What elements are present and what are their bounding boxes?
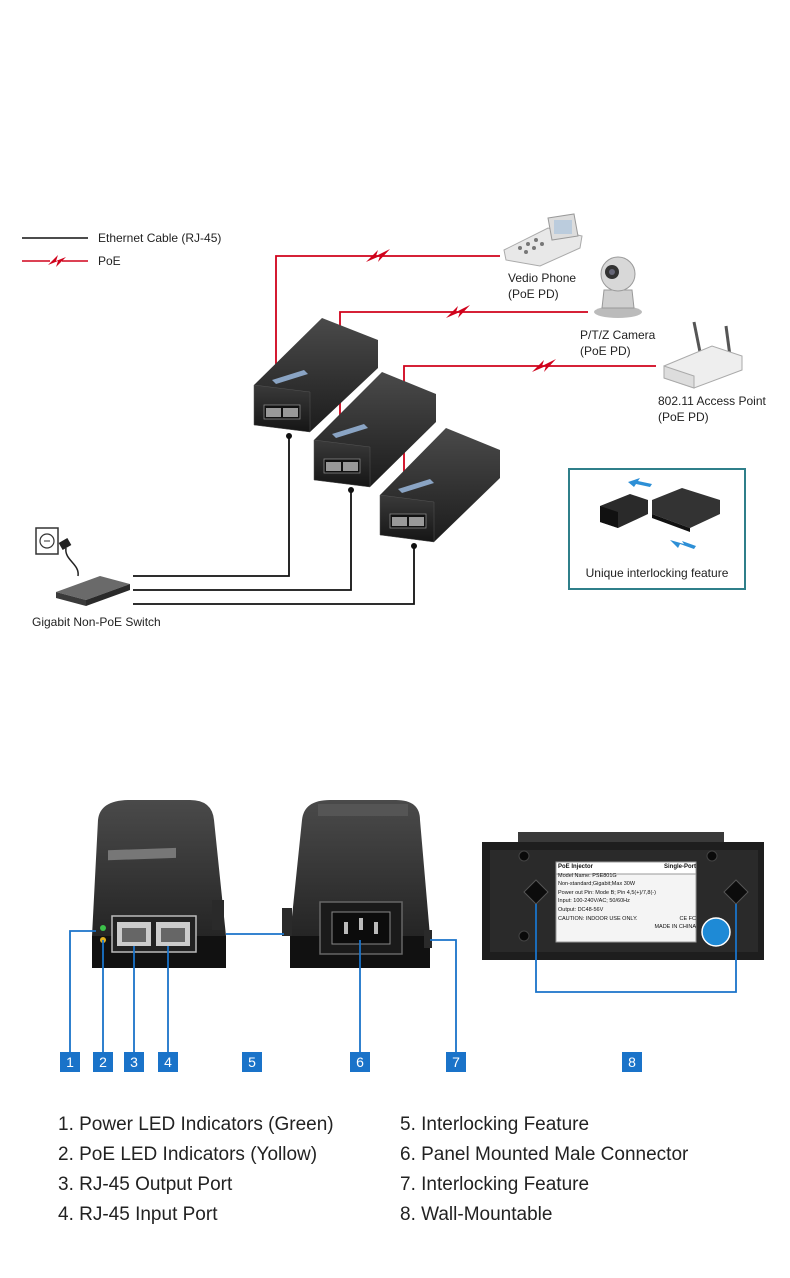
marker-1: 1 bbox=[60, 1052, 80, 1072]
label-card-marks: CE FC bbox=[679, 915, 697, 922]
power-led-green bbox=[100, 925, 106, 931]
injector-bottom-view bbox=[482, 832, 764, 960]
feature-item-3: 3. RJ-45 Output Port bbox=[58, 1174, 233, 1195]
feature-item-6: 6. Panel Mounted Male Connector bbox=[400, 1144, 689, 1165]
marker-2: 2 bbox=[93, 1052, 113, 1072]
label-card-line: Non-standard;Gigabit;Max 30W bbox=[558, 881, 636, 888]
marker-5: 5 bbox=[242, 1052, 262, 1072]
label-card-type: Single-Port bbox=[663, 864, 696, 870]
poe-line-phone bbox=[275, 255, 500, 400]
callout-line-1 bbox=[69, 930, 96, 1052]
feature-item-2: 2. PoE LED Indicators (Yollow) bbox=[58, 1144, 318, 1165]
feature-item-5: 5. Interlocking Feature bbox=[400, 1114, 590, 1135]
phone-type: (PoE PD) bbox=[508, 287, 559, 301]
ap-type: (PoE PD) bbox=[658, 410, 709, 424]
power-plug-icon bbox=[58, 538, 79, 577]
label-card-line: Input: 100-240V/AC; 50/60Hz bbox=[558, 898, 630, 905]
poe-line-camera bbox=[339, 311, 588, 455]
network-switch-icon bbox=[56, 576, 130, 606]
legend-poe-line bbox=[22, 255, 88, 267]
marker-4: 4 bbox=[158, 1052, 178, 1072]
legend-poe-label: PoE bbox=[98, 254, 121, 268]
phone-label: Vedio Phone bbox=[508, 271, 577, 285]
video-phone-icon bbox=[503, 213, 583, 267]
injector-front-view bbox=[92, 800, 226, 968]
power-outlet-icon bbox=[35, 527, 59, 555]
camera-label: P/T/Z Camera bbox=[580, 328, 656, 342]
ethernet-line-3 bbox=[133, 548, 415, 605]
poe-bolt-phone bbox=[366, 249, 390, 262]
callout-caption: Unique interlocking feature bbox=[585, 566, 729, 580]
label-card-origin: MADE IN CHINA bbox=[654, 924, 696, 931]
feature-item-8: 8. Wall-Mountable bbox=[400, 1204, 553, 1225]
label-card-line: Power out Pin: Mode B; Pin 4,5(+)/7,8(-) bbox=[558, 889, 656, 896]
poe-injector-1 bbox=[253, 318, 378, 433]
poe-bolt-ap bbox=[532, 359, 556, 372]
product-label-card: PoE Injector Single-Port Model Name: PSE… bbox=[558, 863, 696, 943]
ethernet-line-2 bbox=[133, 492, 352, 591]
marker-6: 6 bbox=[350, 1052, 370, 1072]
marker-8: 8 bbox=[622, 1052, 642, 1072]
label-card-line: Output: DC48-56V bbox=[558, 906, 604, 913]
feature-item-4: 4. RJ-45 Input Port bbox=[58, 1204, 218, 1225]
ethernet-line-1 bbox=[133, 438, 290, 577]
ptz-camera-icon bbox=[594, 256, 642, 318]
poe-bolt-camera bbox=[446, 305, 470, 318]
camera-type: (PoE PD) bbox=[580, 344, 631, 358]
callout-line-7 bbox=[430, 939, 457, 1052]
feature-item-7: 7. Interlocking Feature bbox=[400, 1174, 590, 1195]
legend-ethernet-label: Ethernet Cable (RJ-45) bbox=[98, 231, 222, 245]
access-point-icon bbox=[663, 321, 743, 389]
label-card-line: CAUTION: INDOOR USE ONLY. bbox=[558, 915, 638, 922]
marker-3: 3 bbox=[124, 1052, 144, 1072]
injector-back-view bbox=[282, 800, 432, 968]
label-card-line: Model Name: PSE801G bbox=[558, 872, 617, 879]
marker-7: 7 bbox=[446, 1052, 466, 1072]
switch-label: Gigabit Non-PoE Switch bbox=[32, 615, 161, 629]
label-card-title: PoE Injector bbox=[558, 864, 594, 870]
poe-injector-2 bbox=[313, 372, 436, 488]
callout-line-8 bbox=[535, 904, 737, 993]
interlocking-callout: Unique interlocking feature bbox=[568, 468, 746, 590]
ap-label: 802.11 Access Point bbox=[658, 394, 766, 408]
poe-line-ap bbox=[403, 365, 656, 510]
feature-item-1: 1. Power LED Indicators (Green) bbox=[58, 1114, 334, 1135]
poe-injector-3 bbox=[379, 428, 500, 543]
